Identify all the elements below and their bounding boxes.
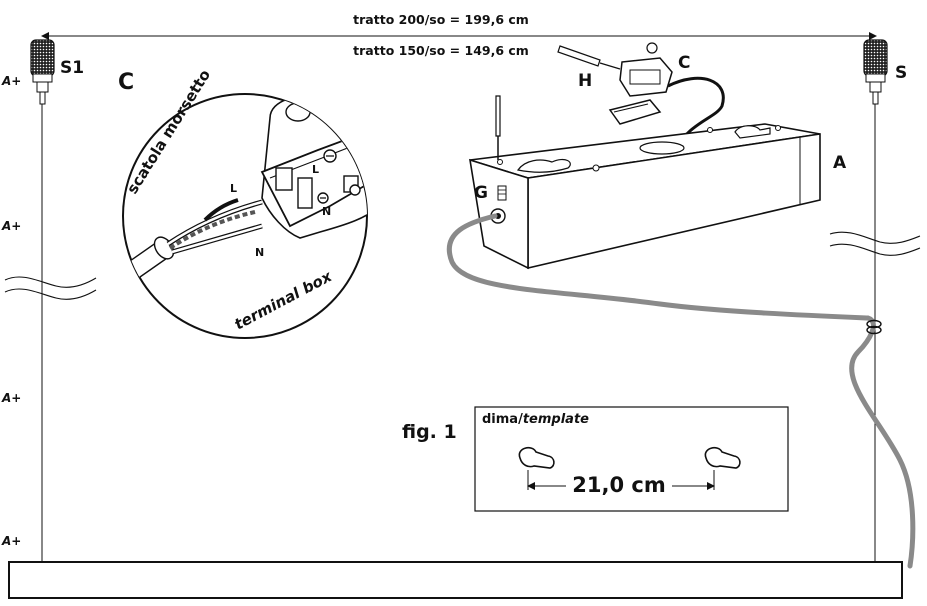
label-h: H	[578, 71, 592, 91]
template-title: dima/template	[482, 412, 589, 427]
detail-label-n-block: N	[322, 205, 331, 218]
figure-caption: fig. 1	[402, 421, 457, 443]
terminal-box-detail: L L N N scatola morsetto terminal box	[122, 66, 368, 339]
suspension-fixture-s	[863, 39, 888, 105]
label-c-top: C	[678, 53, 690, 73]
label-g: G	[474, 183, 488, 203]
screwdriver-tool	[557, 45, 621, 70]
label-s1: S1	[60, 58, 84, 78]
template-keyholes	[518, 446, 741, 469]
detail-label-l: L	[230, 182, 237, 195]
template-title-prefix: dima/	[482, 412, 523, 427]
luminaire-profile-bar	[8, 561, 903, 599]
template-title-word: template	[523, 412, 589, 427]
dimension-200-label: tratto 200/so = 199,6 cm	[353, 12, 529, 27]
cable-clip	[866, 319, 882, 335]
label-a-plus-4: A+	[1, 534, 21, 548]
suspension-fixture-s1	[30, 39, 55, 105]
connector-block	[608, 42, 673, 125]
label-a-plus-2: A+	[1, 219, 21, 233]
cable-break-right	[829, 231, 921, 256]
label-a-plus-3: A+	[1, 391, 21, 405]
template-distance: 21,0 cm	[572, 473, 665, 497]
power-cable	[446, 213, 916, 569]
screwdriver-g	[495, 95, 501, 160]
detail-label-n: N	[255, 246, 264, 259]
label-c-left: C	[118, 70, 134, 95]
dimension-150-label: tratto 150/so = 149,6 cm	[353, 43, 529, 58]
connector-cable	[667, 76, 725, 151]
luminaire-body	[469, 123, 821, 270]
label-a: A	[833, 153, 847, 173]
label-a-plus-1: A+	[1, 74, 21, 88]
cable-break-left	[4, 276, 97, 300]
detail-label-l-block: L	[312, 163, 319, 176]
label-s: S	[895, 63, 907, 83]
